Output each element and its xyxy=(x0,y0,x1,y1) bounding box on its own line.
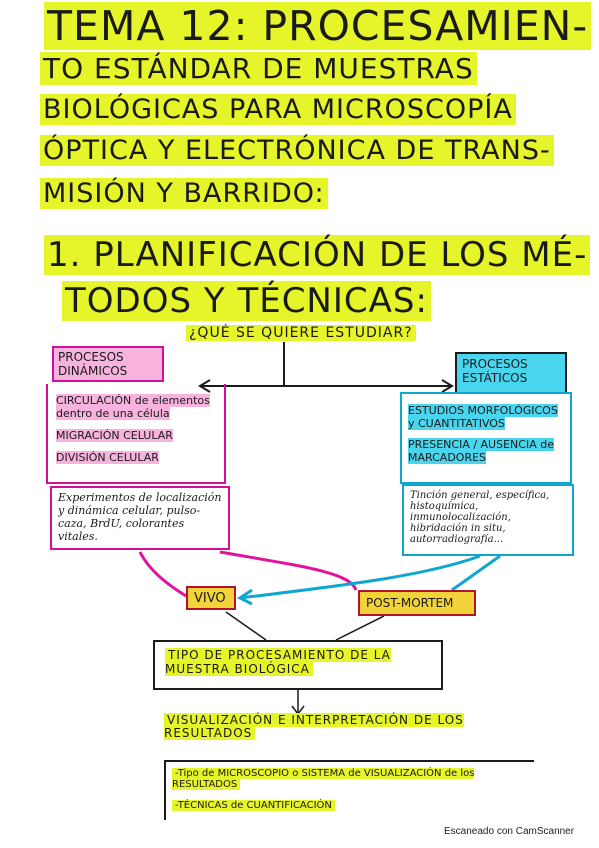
list-item: PRESENCIA / AUSENCIA de MARCADORES xyxy=(408,438,554,464)
dynamic-processes-title: PROCESOS DINÁMICOS xyxy=(52,346,164,382)
list-item: ESTUDIOS MORFOLÓGICOS y CUANTITATIVOS xyxy=(408,404,558,430)
final-considerations-list: -Tipo de MICROSCOPIO o SISTEMA de VISUAL… xyxy=(164,760,534,820)
title-line-5: MISIÓN Y BARRIDO: xyxy=(40,178,328,209)
list-item: CIRCULACIÓN de elementos dentro de una c… xyxy=(56,394,210,420)
arrow-post-to-tipo xyxy=(335,615,385,641)
pink-arrow-to-post xyxy=(219,550,358,591)
vivo-box: VIVO xyxy=(186,586,236,610)
arrow-head-right xyxy=(441,379,454,393)
scanner-watermark: Escaneado con CamScanner xyxy=(444,826,575,837)
list-item: -Tipo de MICROSCOPIO o SISTEMA de VISUAL… xyxy=(172,768,475,790)
section-heading-line-1: 1. PLANIFICACIÓN DE LOS MÉ- xyxy=(44,235,591,275)
question-label: ¿QUÉ SE QUIERE ESTUDIAR? xyxy=(186,325,416,341)
title-line-3: BIOLÓGICAS PARA MICROSCOPÍA xyxy=(40,94,516,125)
blue-arrow-to-vivo xyxy=(239,554,481,600)
section-heading-line-2: TODOS Y TÉCNICAS: xyxy=(62,281,431,321)
title-line-2: TO ESTÁNDAR DE MUESTRAS xyxy=(40,52,477,85)
title-line-4: ÓPTICA Y ELECTRÓNICA DE TRANS- xyxy=(40,135,554,166)
static-experiments-note: Tinción general, específica, histoquímic… xyxy=(402,484,574,556)
blue-line-to-post xyxy=(451,554,501,592)
list-item: MIGRACIÓN CELULAR xyxy=(56,429,173,442)
arrow-vivo-to-tipo xyxy=(225,611,267,641)
list-item: DIVISIÓN CELULAR xyxy=(56,451,159,464)
processing-type-box: TIPO DE PROCESAMIENTO DE LA MUESTRA BIOL… xyxy=(153,640,443,690)
static-processes-title: PROCESOS ESTÁTICOS xyxy=(455,352,567,394)
title-line-1: TEMA 12: PROCESAMIEN- xyxy=(44,2,592,50)
list-item: -TÉCNICAS de CUANTIFICACIÓN xyxy=(172,800,528,811)
blue-arrow-head xyxy=(237,588,253,606)
pink-arrow-to-vivo xyxy=(138,551,187,598)
static-processes-list: ESTUDIOS MORFOLÓGICOS y CUANTITATIVOS PR… xyxy=(400,392,572,484)
visualization-heading: VISUALIZACIÓN E INTERPRETACIÓN DE LOS RE… xyxy=(164,713,464,740)
post-mortem-box: POST-MORTEM xyxy=(358,590,476,616)
dynamic-processes-list: CIRCULACIÓN de elementos dentro de una c… xyxy=(46,384,226,484)
arrow-head-left xyxy=(198,379,211,393)
dynamic-experiments-note: Experimentos de localización y dinámica … xyxy=(50,486,230,550)
